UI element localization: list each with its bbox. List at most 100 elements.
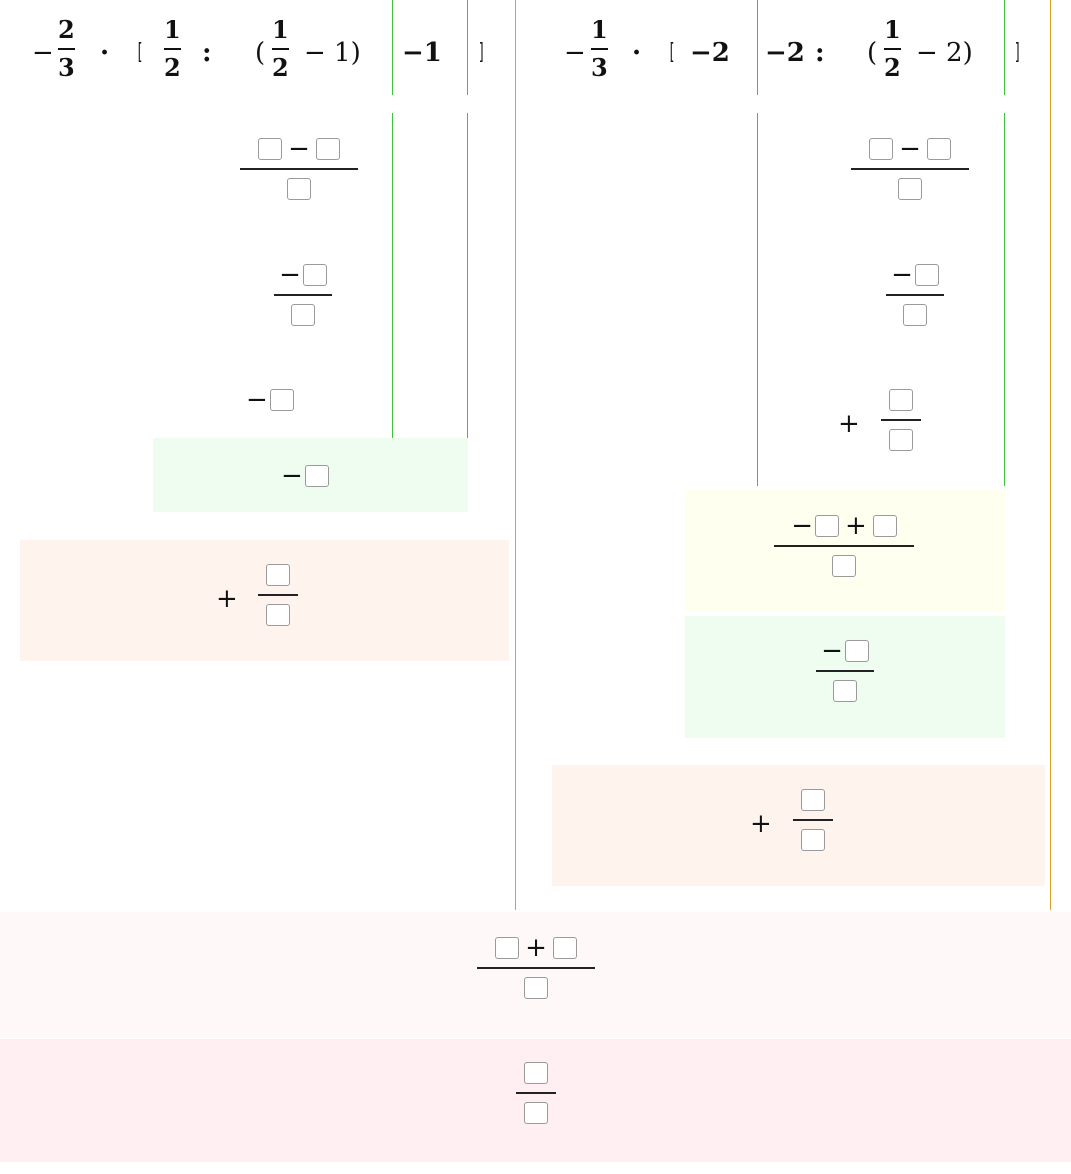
left-a-bar (164, 48, 181, 50)
left-group-line-a (392, 0, 393, 95)
right-step1-minus: − (899, 134, 921, 164)
left-step3-minus: − (246, 385, 268, 415)
left-step2-den-input[interactable] (291, 303, 315, 326)
left-coefficient-fraction: 2 3 (58, 18, 75, 80)
left-step1-bar (240, 168, 358, 170)
final-den-input[interactable] (524, 1101, 548, 1124)
total-num-a-input[interactable] (495, 937, 520, 959)
left-b-fraction: 1 2 (272, 18, 289, 80)
right-step3-fraction (881, 389, 921, 451)
right-sum-minus: − (791, 511, 813, 541)
left-colon: : (202, 38, 212, 68)
right-step3-num-input[interactable] (889, 389, 913, 411)
right-step2-den-input[interactable] (903, 303, 927, 326)
left-sign: − (32, 38, 54, 68)
total-sum-panel (0, 912, 1071, 1038)
left-step2-minus: − (279, 260, 301, 290)
left-product-fraction (258, 564, 298, 626)
left-minus-one: − 1) (304, 38, 361, 68)
right-b-fraction: 1 2 (884, 18, 901, 80)
right-b-bar (884, 48, 901, 50)
right-step1-bar (851, 168, 969, 170)
right-inner-result-fraction: − (816, 636, 874, 702)
right-sum-plus: + (845, 511, 867, 541)
right-group-line-a (757, 0, 758, 95)
left-b-bar (272, 48, 289, 50)
right-coef-numerator: 1 (591, 15, 608, 44)
left-step2-bar (274, 294, 332, 296)
right-product-num-input[interactable] (801, 789, 825, 811)
right-product-bar (793, 819, 833, 821)
right-colon: : (815, 38, 825, 68)
right-group-line-b (1004, 0, 1005, 95)
right-product-den-input[interactable] (801, 828, 825, 851)
left-step1-minus: − (288, 134, 310, 164)
total-num-b-input[interactable] (552, 937, 577, 959)
left-paren-open: ( (255, 38, 266, 68)
total-plus: + (525, 933, 547, 963)
final-bar (516, 1092, 556, 1094)
right-step1-num-b-input[interactable] (926, 138, 951, 160)
right-minus-two: − 2) (916, 38, 973, 68)
right-step1-den-input[interactable] (898, 177, 922, 200)
left-coef-denominator: 3 (58, 52, 75, 82)
right-step2-bar (886, 294, 944, 296)
right-open-bracket: [ (668, 40, 676, 65)
right-second-term: −2 (765, 38, 805, 68)
final-result-panel (0, 1039, 1071, 1162)
left-step-line-b (467, 113, 468, 438)
total-sum-fraction: + (477, 933, 595, 999)
left-step-line-a (392, 113, 393, 438)
left-coef-numerator: 2 (58, 15, 75, 44)
right-sum-num-a-input[interactable] (815, 515, 839, 537)
right-inner-num-input[interactable] (844, 640, 869, 662)
left-inner-minus: − (281, 461, 303, 491)
left-product-num-input[interactable] (266, 564, 290, 586)
final-num-input[interactable] (524, 1062, 548, 1084)
right-step1-num-a-input[interactable] (869, 138, 894, 160)
left-column-divider (515, 0, 516, 910)
left-b-numerator: 1 (272, 15, 289, 44)
right-sum-num-b-input[interactable] (872, 515, 897, 537)
left-step1-den-input[interactable] (287, 177, 311, 200)
right-step3-den-input[interactable] (889, 428, 913, 451)
right-product-fraction (793, 789, 833, 851)
left-step2-num-input[interactable] (302, 264, 327, 286)
right-b-denominator: 2 (884, 52, 901, 82)
right-step3-plus: + (838, 409, 860, 439)
right-sum-den-input[interactable] (832, 554, 856, 577)
total-den-input[interactable] (524, 976, 548, 999)
left-step1-num-a-input[interactable] (258, 138, 283, 160)
total-bar (477, 967, 595, 969)
left-step1-fraction: − (240, 134, 358, 200)
left-inner-result-input[interactable] (304, 465, 329, 487)
left-step1-num-b-input[interactable] (315, 138, 340, 160)
left-product-bar (258, 594, 298, 596)
right-step2-num-input[interactable] (914, 264, 939, 286)
right-step3-bar (881, 419, 921, 421)
left-inner-result: − (281, 461, 329, 491)
left-b-denominator: 2 (272, 52, 289, 82)
left-product-den-input[interactable] (266, 603, 290, 626)
right-step1-fraction: − (851, 134, 969, 200)
right-inner-den-input[interactable] (833, 679, 857, 702)
left-open-bracket: [ (136, 40, 144, 65)
right-dot: · (632, 38, 642, 68)
right-sum-bar (774, 545, 914, 547)
right-column-divider (1050, 0, 1051, 910)
right-sign: − (564, 38, 586, 68)
right-step-line-a (757, 113, 758, 486)
left-step3-value: − (246, 385, 294, 415)
left-step2-fraction: − (274, 260, 332, 326)
right-inner-result-panel (685, 616, 1005, 738)
left-dot: · (100, 38, 110, 68)
left-a-fraction: 1 2 (164, 18, 181, 80)
right-step-line-b (1004, 113, 1005, 486)
right-step2-minus: − (891, 260, 913, 290)
right-step2-fraction: − (886, 260, 944, 326)
right-inner-minus: − (821, 636, 843, 666)
right-paren-open: ( (867, 38, 878, 68)
right-coef-denominator: 3 (591, 52, 608, 82)
left-step3-input[interactable] (269, 389, 294, 411)
left-a-denominator: 2 (164, 52, 181, 82)
